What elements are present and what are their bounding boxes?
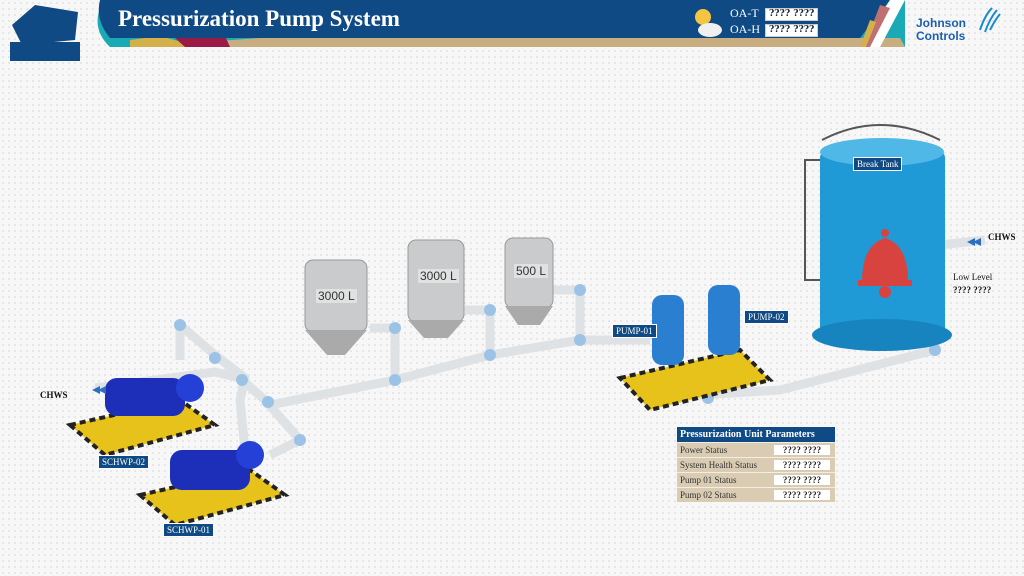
- brand-line-2: Controls: [916, 29, 966, 43]
- page-title: Pressurization Pump System: [118, 6, 400, 31]
- param-label: Pump 01 Status: [680, 475, 737, 485]
- oa-t-label: OA-T: [730, 6, 759, 20]
- storage-tank-1: [304, 259, 368, 355]
- param-value: ???? ????: [774, 490, 830, 500]
- booster-pumps: [616, 285, 774, 413]
- johnson-controls-logo-icon: [979, 7, 1001, 33]
- tank-3-label: 500 L: [514, 264, 549, 278]
- app-logo: [10, 5, 80, 61]
- oa-h-label: OA-H: [730, 22, 760, 36]
- chws-left-label: CHWS: [40, 390, 68, 400]
- storage-tank-3: [504, 237, 554, 325]
- schwp-02-tag[interactable]: SCHWP-02: [98, 455, 150, 469]
- schwp-01-pump: [135, 441, 290, 528]
- pump-01-tag[interactable]: PUMP-01: [612, 324, 657, 338]
- alarm-bell-icon: [858, 229, 912, 298]
- tank-2-label: 3000 L: [418, 269, 459, 283]
- param-row: Pump 02 Status ???? ????: [677, 487, 835, 502]
- chws-right-label: CHWS: [988, 232, 1016, 242]
- schwp-01-tag[interactable]: SCHWP-01: [163, 523, 215, 537]
- brand-line-1: Johnson: [916, 16, 966, 30]
- param-row: Power Status ???? ????: [677, 442, 835, 457]
- param-row: Pump 01 Status ???? ????: [677, 472, 835, 487]
- parameters-panel: Pressurization Unit Parameters Power Sta…: [677, 427, 835, 502]
- flow-arrow-left-icon: [92, 386, 106, 394]
- oa-t-value: ???? ????: [765, 8, 819, 21]
- param-value: ???? ????: [774, 445, 830, 455]
- parameters-title: Pressurization Unit Parameters: [677, 427, 835, 442]
- flow-arrow-right-icon: [967, 238, 981, 246]
- weather-icon: [695, 9, 722, 37]
- param-value: ???? ????: [774, 460, 830, 470]
- param-row: System Health Status ???? ????: [677, 457, 835, 472]
- param-value: ???? ????: [774, 475, 830, 485]
- low-level-label: Low Level: [953, 272, 993, 282]
- oa-h-value: ???? ????: [765, 24, 819, 37]
- low-level-value: ???? ????: [953, 285, 992, 295]
- param-label: System Health Status: [680, 460, 757, 470]
- storage-tank-2: [407, 239, 465, 338]
- param-label: Pump 02 Status: [680, 490, 737, 500]
- param-label: Power Status: [680, 445, 728, 455]
- schwp-02-pump: [65, 374, 220, 458]
- pump-02-tag[interactable]: PUMP-02: [744, 310, 789, 324]
- tank-1-label: 3000 L: [316, 289, 357, 303]
- break-tank-tag[interactable]: Break Tank: [853, 157, 903, 171]
